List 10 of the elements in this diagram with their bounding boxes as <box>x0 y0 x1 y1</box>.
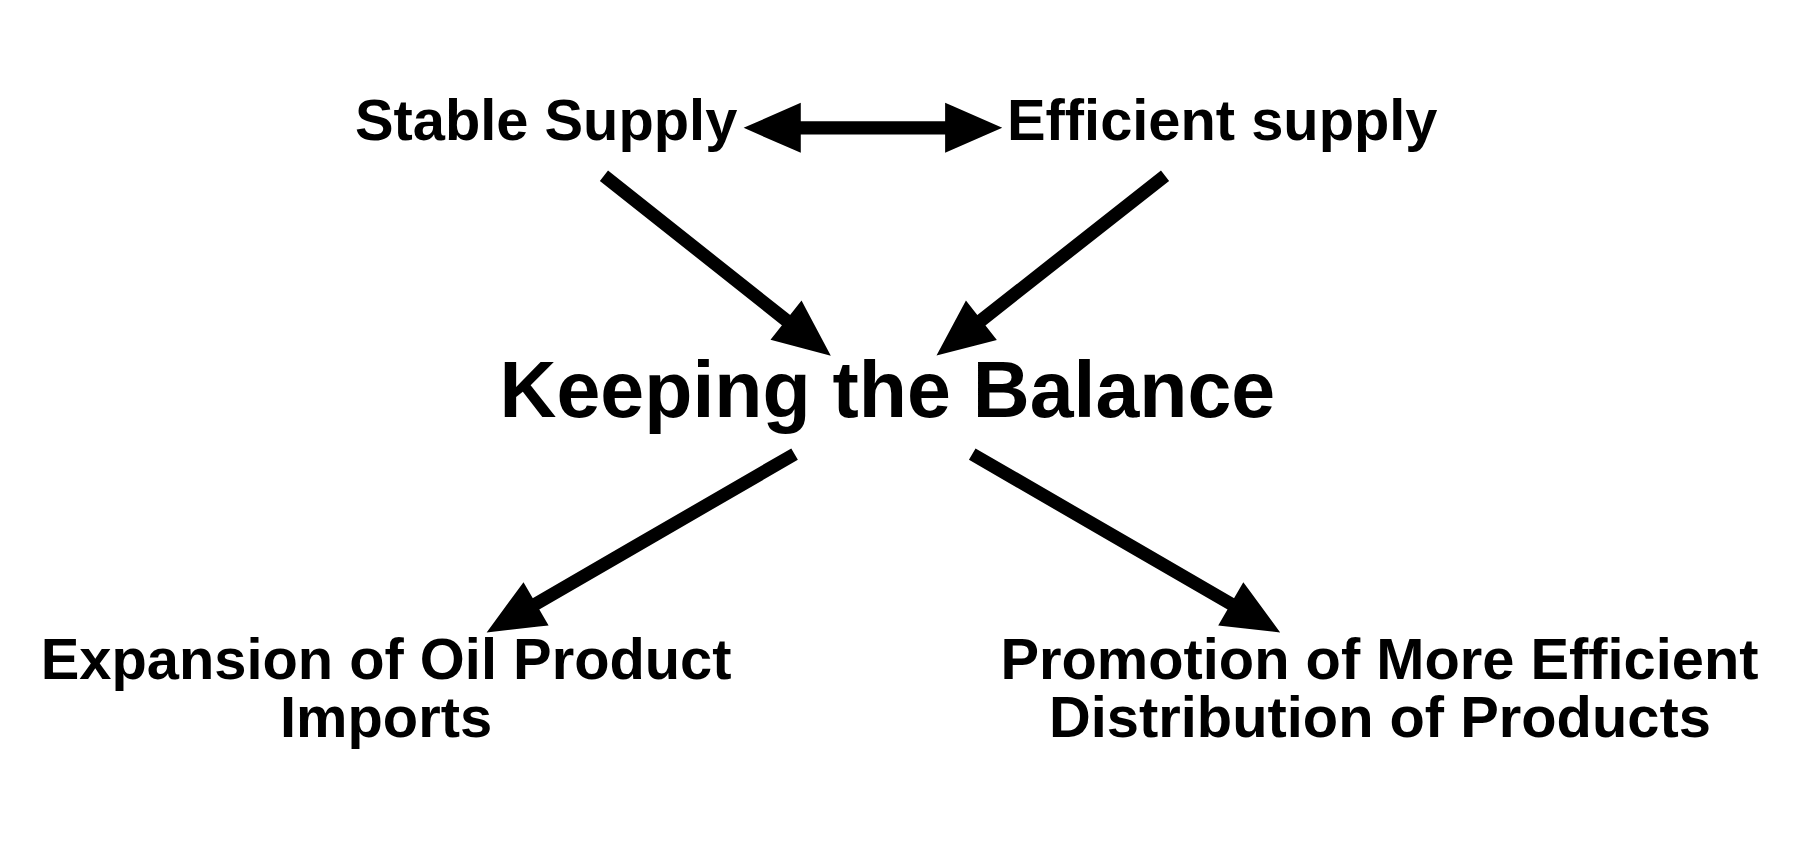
node-text: Keeping the Balance <box>499 346 1275 435</box>
arrow <box>968 448 1280 633</box>
arrow <box>936 170 1169 356</box>
arrow <box>599 170 831 356</box>
node-text: Stable Supply <box>354 87 737 152</box>
node-text: Expansion of Oil Product Imports <box>40 626 732 749</box>
node-text: Promotion of More Efficient Distribution of Products <box>999 626 1759 749</box>
arrow <box>486 448 798 633</box>
arrow <box>743 102 1002 153</box>
node-text: Efficient supply <box>1006 87 1438 152</box>
